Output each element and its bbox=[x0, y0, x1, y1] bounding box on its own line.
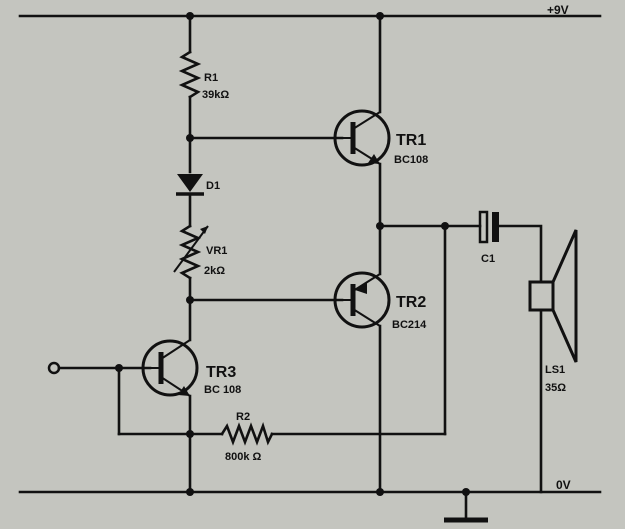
input-terminal bbox=[47, 361, 61, 375]
tr3-ref: TR3 bbox=[206, 364, 236, 381]
transistor-tr1 bbox=[333, 109, 391, 167]
speaker-ls1 bbox=[528, 229, 578, 363]
diode-d1 bbox=[176, 174, 204, 196]
transistor-tr2 bbox=[333, 271, 391, 329]
positive-rail-label: +9V bbox=[547, 3, 569, 17]
capacitor-c1 bbox=[478, 210, 499, 244]
variable-resistor-vr1 bbox=[173, 224, 209, 280]
junction-input bbox=[115, 364, 123, 372]
r2-ref: R2 bbox=[236, 411, 250, 423]
vr1-ref: VR1 bbox=[206, 245, 227, 257]
tr2-ref: TR2 bbox=[396, 294, 426, 311]
tr1-ref: TR1 bbox=[396, 132, 426, 149]
junction-tr3-ground bbox=[186, 488, 194, 496]
r2-value: 800k Ω bbox=[225, 451, 262, 463]
r1-value: 39kΩ bbox=[202, 89, 229, 101]
tr1-part: BC108 bbox=[394, 154, 428, 166]
ground-rail-label: 0V bbox=[556, 478, 571, 492]
d1-ref: D1 bbox=[206, 180, 220, 192]
ground-symbol bbox=[444, 490, 488, 523]
ground-junction bbox=[462, 488, 470, 496]
ls1-ref: LS1 bbox=[545, 364, 565, 376]
resistor-r1 bbox=[178, 50, 202, 99]
transistor-tr3 bbox=[141, 339, 199, 397]
c1-ref: C1 bbox=[481, 253, 495, 265]
junction-r1-top bbox=[186, 12, 194, 20]
ls1-value: 35Ω bbox=[545, 382, 566, 394]
resistor-r2 bbox=[220, 421, 274, 446]
tr3-part: BC 108 bbox=[204, 384, 241, 396]
junction-tr1-collector bbox=[376, 12, 384, 20]
vr1-value: 2kΩ bbox=[204, 265, 225, 277]
wire-c1-speaker bbox=[497, 224, 543, 284]
tr2-part: BC214 bbox=[392, 319, 427, 331]
junction-tr2-ground bbox=[376, 488, 384, 496]
r1-ref: R1 bbox=[204, 72, 218, 84]
